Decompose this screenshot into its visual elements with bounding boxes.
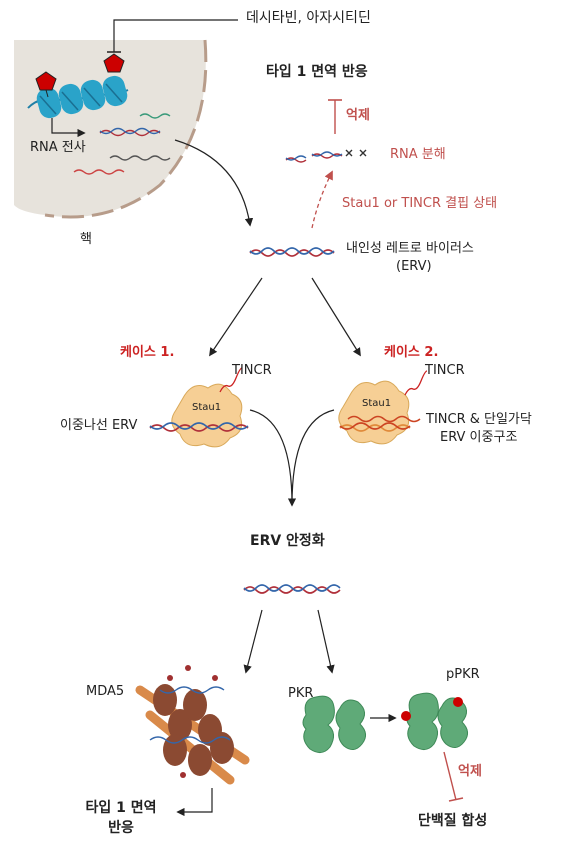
nuclear-rna: [73, 113, 171, 175]
erv-stabilization-label: ERV 안정화: [250, 533, 325, 549]
case1-label: 케이스 1.: [120, 345, 175, 360]
converge-right: [291, 409, 335, 506]
stau1-label-left: Stau1: [192, 402, 222, 413]
case2-complex: [338, 370, 428, 445]
arrow-mda5-type1: [176, 788, 213, 817]
drug-label: 데시타빈, 아자시티딘: [246, 10, 371, 26]
transcription-arrow: [51, 118, 86, 138]
tincr-label-right: TINCR: [425, 363, 465, 378]
arrow-to-mda5: [243, 609, 263, 674]
ppkr-dimer: [401, 692, 468, 750]
degraded-rna: [285, 149, 367, 163]
pkr-label: PKR: [288, 686, 314, 701]
drug-inhibition-line: [107, 19, 238, 53]
nucleus-label: 핵: [80, 232, 92, 247]
suppress-bottom-line: [443, 751, 464, 802]
suppress-bottom-label: 억제: [458, 764, 482, 779]
converge-left: [249, 409, 297, 507]
arrow-to-case2: [311, 277, 361, 357]
arrow-to-case1: [209, 277, 263, 357]
tincr-ss-label-line1: TINCR & 단일가닥: [426, 412, 532, 427]
type1-bottom-line1: 타입 1 면역: [85, 800, 157, 816]
binding-state-label: Stau1 or TINCR 결핍 상태: [342, 196, 498, 211]
case2-label: 케이스 2.: [384, 345, 439, 360]
type1-response-top: 타입 1 면역 반응: [266, 64, 368, 80]
erv-label-line2: (ERV): [396, 259, 432, 274]
arrow-to-pkr: [317, 609, 335, 674]
nucleus: [14, 39, 208, 219]
erv-label-line1: 내인성 레트로 바이러스: [346, 241, 474, 256]
degradation-dashed-arrow: [311, 170, 333, 229]
mda5-label: MDA5: [86, 684, 125, 699]
suppress-top-line: [328, 99, 342, 134]
dna-nucleosomes: [27, 75, 129, 119]
erv-strand: [249, 247, 335, 257]
dsrna-erv-label: 이중나선 ERV: [60, 418, 138, 433]
stau1-label-right: Stau1: [362, 398, 392, 409]
stable-erv: [243, 584, 341, 594]
ppkr-label: pPKR: [446, 667, 480, 682]
mda5-filament: [135, 665, 250, 785]
tincr-ss-label-line2: ERV 이중구조: [440, 430, 518, 445]
rna-degradation-label: RNA 분해: [390, 147, 446, 162]
protein-synthesis-label: 단백질 합성: [418, 813, 488, 829]
rna-transcription-label: RNA 전사: [30, 140, 86, 155]
export-arrow: [174, 139, 254, 227]
pkr-dimer: [302, 695, 366, 753]
suppress-top-label: 억제: [346, 108, 370, 123]
type1-bottom-line2: 반응: [108, 820, 134, 836]
methyl-mark-right: [103, 53, 125, 73]
tincr-label-left: TINCR: [232, 363, 272, 378]
case1-complex: [149, 367, 249, 448]
